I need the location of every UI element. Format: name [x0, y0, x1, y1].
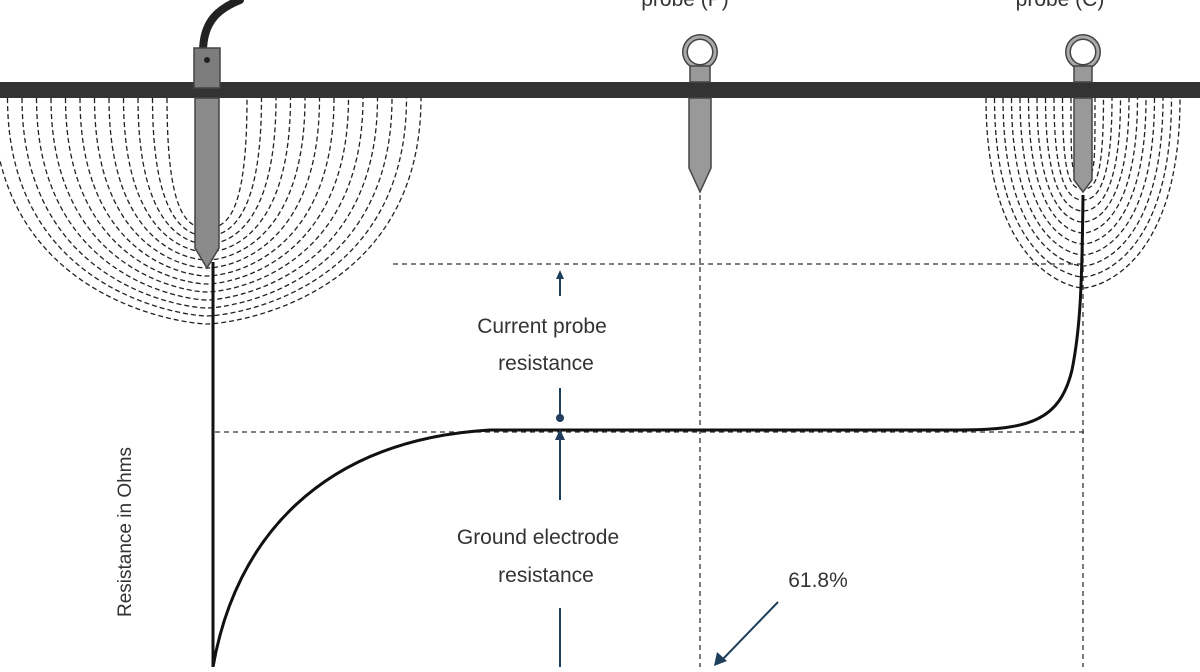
field-line	[1044, 97, 1122, 212]
ground-electrode-resistance-label-line1: Ground electrode	[457, 526, 619, 549]
field-line	[0, 97, 422, 325]
y-axis-label: Resistance in Ohms	[115, 447, 136, 617]
percentage-label: 61.8%	[788, 569, 848, 592]
ground-rod-icon	[193, 0, 244, 270]
potential-probe-icon	[682, 34, 718, 194]
ground-electrode-resistance-label-line2: resistance	[498, 564, 594, 587]
field-line	[35, 97, 379, 301]
arrow-node-icon	[556, 414, 564, 422]
current-probe-label: probe (C)	[1016, 0, 1105, 11]
resistance-curve	[211, 194, 1085, 668]
current-probe-resistance-label-line2: resistance	[498, 352, 594, 375]
field-line	[1070, 97, 1096, 179]
field-line	[64, 97, 350, 285]
field-line	[50, 97, 364, 293]
arrow-down-left-icon	[714, 652, 727, 666]
current-probe-resistance-label-line1: Current probe	[477, 315, 607, 338]
arrow-up-icon	[555, 429, 565, 440]
current-probe-icon	[1065, 34, 1101, 194]
ground-electrode-field-lines	[0, 97, 422, 325]
ground-surface	[0, 82, 1200, 98]
field-line	[985, 97, 1181, 289]
field-line	[79, 97, 335, 277]
percentage-pointer-line	[721, 601, 779, 661]
arrow-up-icon	[556, 270, 564, 279]
field-line	[6, 97, 408, 317]
electrode-cable	[199, 0, 244, 56]
potential-probe-label: probe (P)	[641, 0, 729, 11]
